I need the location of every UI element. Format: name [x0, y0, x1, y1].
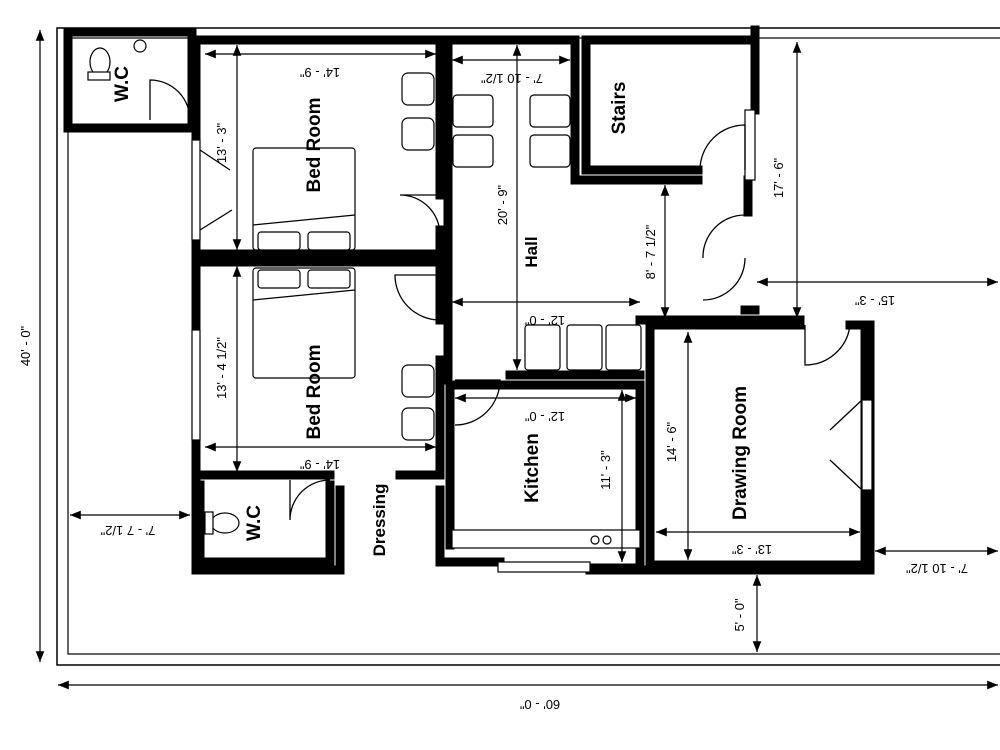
- dim-left-setback: 7' - 7 1/2": [100, 523, 155, 538]
- dim-corridor-height: 8' - 7 1/2": [643, 224, 658, 279]
- dim-right-setback: 7' - 10 1/2": [906, 561, 968, 576]
- dim-bed-bottom-width: 14' - 9": [299, 457, 340, 472]
- dim-plot-width: 60' - 0": [519, 697, 560, 712]
- walls: [63, 25, 875, 575]
- dim-hall-top-width: 7' - 10 1/2": [481, 71, 543, 86]
- dim-hall-width: 12' - 0": [524, 313, 565, 328]
- room-label-stairs: Stairs: [609, 82, 630, 135]
- room-label-wc-top: W.C: [112, 66, 133, 102]
- dim-lawn-height: 17' - 6": [771, 157, 786, 198]
- dim-drawing-height: 14' - 6": [664, 421, 679, 462]
- room-label-kitchen: Kitchen: [522, 433, 543, 503]
- dim-bed-top-width: 14' - 9": [299, 65, 340, 80]
- furniture: [87, 39, 642, 549]
- dim-bed-top-height: 13' - 3": [214, 122, 229, 163]
- room-label-drawing: Drawing Room: [730, 386, 751, 520]
- room-label-dressing: Dressing: [370, 484, 389, 557]
- windows: [191, 109, 873, 573]
- room-labels: W.C Bed Room Bed Room W.C Dressing Hall …: [112, 66, 751, 557]
- dimension-labels: 40' - 0" 60' - 0" 14' - 9" 13' - 3" 14' …: [18, 65, 968, 712]
- dim-kitchen-width: 12' - 0": [524, 409, 565, 424]
- room-label-wc-bottom: W.C: [244, 505, 265, 541]
- room-label-bed-top: Bed Room: [304, 98, 325, 193]
- dim-front-setback: 5' - 0": [732, 598, 747, 631]
- room-label-bed-bottom: Bed Room: [304, 345, 325, 440]
- dim-plot-height: 40' - 0": [18, 325, 33, 366]
- dim-bed-bottom-height: 13' - 4 1/2": [214, 337, 229, 399]
- dimension-lines: [35, 29, 998, 690]
- dim-hall-height: 20' - 9": [495, 184, 510, 225]
- doors: [149, 79, 863, 521]
- room-label-hall: Hall: [522, 236, 541, 267]
- dim-lawn-width: 15' - 3": [854, 293, 895, 308]
- dim-drawing-width: 13' - 3": [731, 542, 772, 557]
- dim-kitchen-height: 11' - 3": [598, 450, 613, 490]
